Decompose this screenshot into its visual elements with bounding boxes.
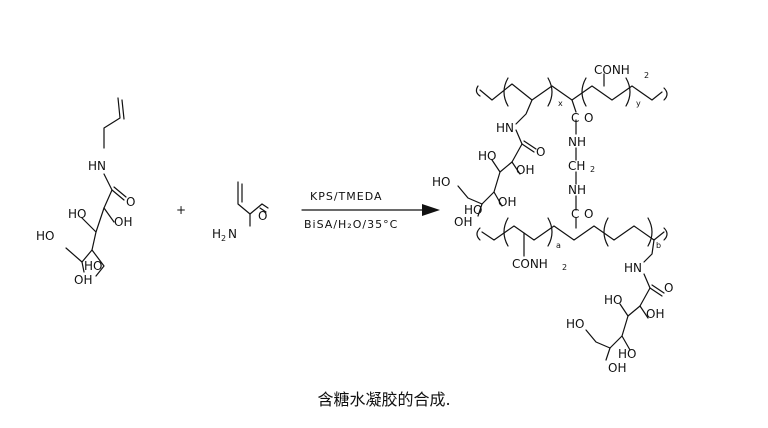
label-ho-r2: HO [566, 317, 584, 331]
conditions-line1: KPS/TMEDA [310, 190, 383, 203]
label-oh-l1: OH [516, 163, 534, 177]
label-x: x [558, 99, 563, 108]
label-y: y [636, 99, 641, 108]
label-o-right: O [664, 281, 673, 295]
label-sub-top: 2 [644, 71, 649, 80]
label-a: a [556, 241, 561, 250]
arrow-head [422, 204, 440, 216]
label-c1: C [571, 111, 579, 125]
label-n: N [228, 227, 237, 241]
label-c2: C [571, 207, 579, 221]
label-sub-2: 2 [221, 234, 226, 243]
plus-sign: + [176, 203, 186, 217]
label-nh1: NH [568, 135, 586, 149]
label-ch: CH [568, 159, 585, 173]
conditions-line2: BiSA/H₂O/35°C [304, 218, 398, 231]
label-o-left: O [536, 145, 545, 159]
label-sub-ch: 2 [590, 165, 595, 174]
label-ho-l2: HO [432, 175, 450, 189]
label-h: H [212, 227, 221, 241]
label-o: O [126, 195, 135, 209]
reactant-acrylamide [237, 181, 269, 227]
reactant2-labels: O H 2 N [212, 209, 267, 243]
label-ho-l3: HO [464, 203, 482, 217]
label-ho-r3: HO [618, 347, 636, 361]
label-sub-bottom: 2 [562, 263, 567, 272]
label-hn-left: HN [496, 121, 514, 135]
product-hydrogel [457, 73, 668, 361]
label-oh-bottom: OH [74, 273, 92, 287]
label-oh-r1: OH [646, 307, 664, 321]
label-b: b [656, 241, 661, 250]
reactant1-labels: HN O HO OH HO HO OH [36, 159, 135, 287]
label-conh-top: CONH [594, 63, 630, 77]
label-conh-bottom: CONH [512, 257, 548, 271]
label-nh: HN [88, 159, 106, 173]
label-hn-right: HN [624, 261, 642, 275]
label-oh-r3: OH [608, 361, 626, 375]
label-ho-top: HO [68, 207, 86, 221]
label-o2: O [584, 207, 593, 221]
label-ho-r1: HO [604, 293, 622, 307]
reactant-allyl-gluconamide [65, 97, 127, 277]
label-ho-left: HO [36, 229, 54, 243]
label-ho-l1: HO [478, 149, 496, 163]
label-ho-mid: HO [84, 259, 102, 273]
label-nh2: NH [568, 183, 586, 197]
label-oh-l3: OH [454, 215, 472, 229]
label-oh-l2: OH [498, 195, 516, 209]
figure-caption: 含糖水凝胶的合成. [317, 390, 451, 409]
label-oh-right: OH [114, 215, 132, 229]
label-o: O [258, 209, 267, 223]
product-labels: CONH 2 x y C O NH CH 2 NH C O a b CONH 2… [432, 63, 673, 375]
label-o1: O [584, 111, 593, 125]
